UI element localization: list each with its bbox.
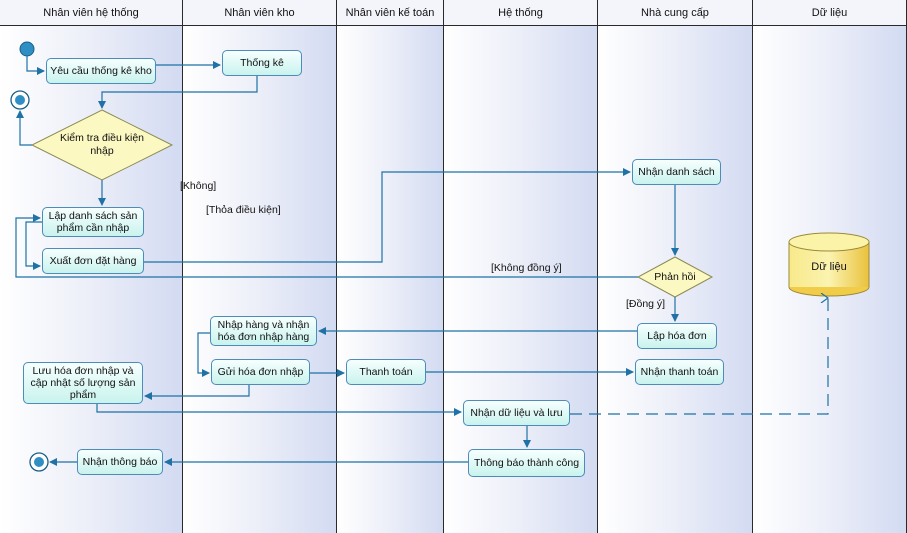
flow-thong-ke-kiem-tra (98, 76, 258, 109)
action-lap-danh-sach[interactable]: Lập danh sách sản phẩm cần nhập (42, 207, 144, 237)
action-xuat-don-dat-hang[interactable]: Xuất đơn đặt hàng (42, 248, 144, 274)
action-thong-ke[interactable]: Thống kê (222, 50, 302, 76)
guard-khong: [Không] (180, 180, 217, 192)
flow-nhap-hang-gui-hoa-don (197, 332, 210, 377)
flow-xuat-don-nhan-danh-sach (144, 168, 631, 263)
guard-dong-y: [Đồng ý] (626, 298, 666, 310)
guard-thoa-dieu-kien: [Thỏa điều kiện] (206, 204, 281, 216)
lane-header: Nhân viên hệ thống (0, 0, 182, 26)
final-node-icon (29, 452, 49, 472)
action-thanh-toan[interactable]: Thanh toán (346, 359, 426, 385)
action-nhan-du-lieu-va-luu[interactable]: Nhận dữ liệu và lưu (463, 400, 570, 426)
datastore-label: Dữ liệu (811, 261, 847, 273)
datastore-icon[interactable] (788, 232, 870, 297)
action-gui-hoa-don-nhap[interactable]: Gửi hóa đơn nhập (211, 359, 310, 385)
flow-lap-danh-sach-xuat-don (25, 221, 42, 270)
action-nhap-hang[interactable]: Nhập hàng và nhận hóa đơn nhập hàng (210, 316, 317, 346)
lane-nhan-vien-kho: Nhân viên kho (183, 0, 337, 533)
action-thong-bao-thanh-cong[interactable]: Thông báo thành công (468, 449, 585, 477)
action-yeu-cau-thong-ke-kho[interactable]: Yêu cầu thống kê kho (46, 58, 156, 84)
action-nhan-danh-sach[interactable]: Nhận danh sách (632, 159, 721, 185)
lane-he-thong: Hệ thống (444, 0, 598, 533)
flow-luu-hoa-don-nhan-du-lieu (96, 404, 462, 416)
decision-kiem-tra-label: Kiểm tra điều kiện nhập (59, 132, 145, 157)
lane-header: Nhân viên kho (183, 0, 336, 26)
action-nhan-thanh-toan[interactable]: Nhận thanh toán (635, 359, 724, 385)
lane-header: Hệ thống (444, 0, 597, 26)
flow-phan-hoi-khong-dong-y (15, 214, 638, 278)
flow-start-yeu-cau (26, 56, 45, 75)
final-node-icon (10, 90, 30, 110)
lane-nhan-vien-ke-toan: Nhân viên kế toán (337, 0, 444, 533)
action-luu-hoa-don[interactable]: Lưu hóa đơn nhập và cập nhật số lượng sả… (23, 362, 143, 404)
flow-kiem-tra-final (16, 110, 32, 146)
flow-gui-hoa-don-luu-hoa-don (144, 385, 250, 400)
lane-header: Nhân viên kế toán (337, 0, 443, 26)
action-nhan-thong-bao[interactable]: Nhận thông báo (77, 449, 163, 475)
flow-nhan-du-lieu-datastore (570, 298, 828, 415)
lane-header: Dữ liệu (753, 0, 906, 26)
action-lap-hoa-don[interactable]: Lập hóa đơn (637, 323, 717, 349)
guard-khong-dong-y: [Không đồng ý] (491, 262, 562, 274)
decision-phan-hoi-label: Phản hồi (654, 271, 696, 283)
lane-header: Nhà cung cấp (598, 0, 752, 26)
